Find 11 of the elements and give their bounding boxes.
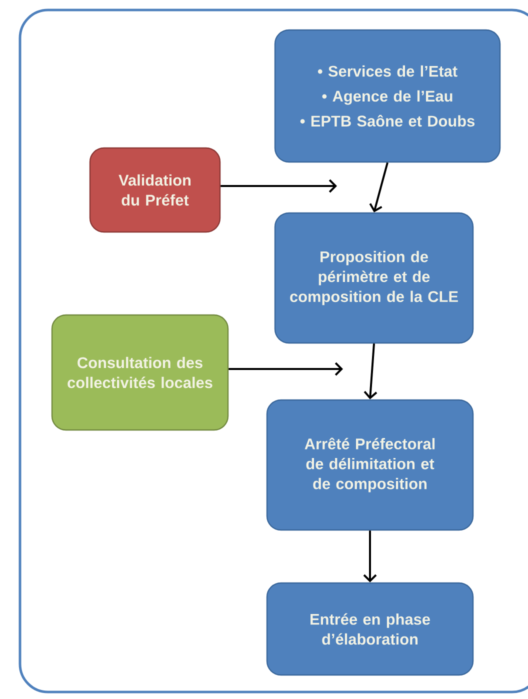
process-box: Entrée en phase d’élaboration — [266, 582, 474, 676]
arrow — [369, 162, 388, 212]
process-box: Validation du Préfet — [89, 147, 221, 233]
arrow — [220, 179, 337, 193]
arrow — [364, 344, 378, 400]
process-box: Proposition de périmètre et de composition de la CLE — [274, 212, 474, 344]
arrow — [228, 362, 343, 376]
arrow — [363, 530, 377, 582]
process-box: • Services de l’Etat • Agence de l’Eau • EPTB Saône et Doubs — [274, 29, 501, 163]
process-box: Consultation des collectivités locales — [51, 314, 229, 431]
process-box: Arrêté Préfectoral de délimitation et de composition — [266, 399, 474, 531]
